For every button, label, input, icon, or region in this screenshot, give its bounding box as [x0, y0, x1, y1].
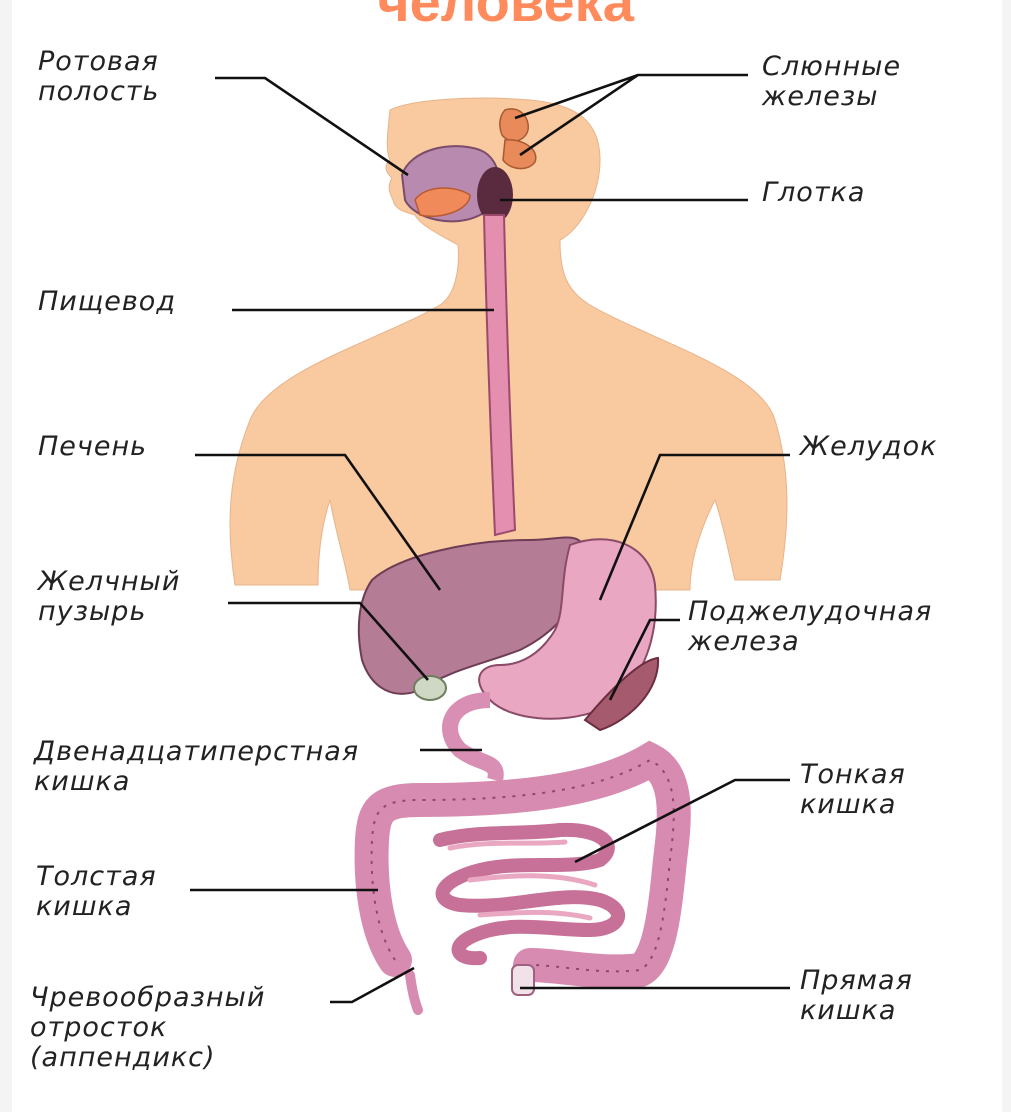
label-liver-line1: Печень	[38, 432, 147, 462]
label-appendix: Чревообразный отросток (аппендикс)	[30, 983, 265, 1073]
label-appendix-line3: (аппендикс)	[30, 1043, 265, 1073]
label-small-intestine-line1: Тонкая	[800, 760, 906, 790]
label-stomach-line1: Желудок	[800, 432, 937, 462]
leader-mouth	[215, 78, 408, 175]
label-large-intestine-line2: кишка	[36, 892, 157, 922]
label-small-intestine-line2: кишка	[800, 790, 906, 820]
label-rectum-line1: Прямая	[800, 966, 913, 996]
appendix-shape	[410, 975, 418, 1010]
label-pharynx-line1: Глотка	[762, 178, 865, 208]
label-small-intestine: Тонкая кишка	[800, 760, 906, 820]
label-stomach: Желудок	[800, 432, 937, 462]
label-mouth: Ротовая полость	[38, 47, 159, 107]
label-appendix-line2: отросток	[30, 1013, 265, 1043]
label-gallbladder-line1: Желчный	[38, 567, 180, 597]
label-salivary-line1: Слюнные	[762, 52, 901, 82]
label-pancreas-line1: Поджелудочная	[688, 597, 932, 627]
label-gallbladder-line2: пузырь	[38, 597, 180, 627]
rectum-shape	[512, 965, 534, 995]
label-large-intestine: Толстая кишка	[36, 862, 157, 922]
label-pancreas-line2: железа	[688, 627, 932, 657]
label-pancreas: Поджелудочная железа	[688, 597, 932, 657]
label-pharynx: Глотка	[762, 178, 865, 208]
label-rectum: Прямая кишка	[800, 966, 913, 1026]
label-mouth-line1: Ротовая	[38, 47, 159, 77]
label-liver: Печень	[38, 432, 147, 462]
label-salivary-line2: железы	[762, 82, 901, 112]
gallbladder-shape	[414, 676, 446, 700]
label-large-intestine-line1: Толстая	[36, 862, 157, 892]
label-appendix-line1: Чревообразный	[30, 983, 265, 1013]
label-salivary: Слюнные железы	[762, 52, 901, 112]
label-duodenum: Двенадцатиперстная кишка	[34, 737, 359, 797]
label-esophagus-line1: Пищевод	[38, 287, 176, 317]
label-esophagus: Пищевод	[38, 287, 176, 317]
page-title: человека	[0, 0, 1011, 30]
label-gallbladder: Желчный пузырь	[38, 567, 180, 627]
duodenum-shape	[450, 700, 496, 780]
label-duodenum-line1: Двенадцатиперстная	[34, 737, 359, 767]
label-rectum-line2: кишка	[800, 996, 913, 1026]
small-intestine-shape	[440, 830, 618, 958]
label-duodenum-line2: кишка	[34, 767, 359, 797]
label-mouth-line2: полость	[38, 77, 159, 107]
